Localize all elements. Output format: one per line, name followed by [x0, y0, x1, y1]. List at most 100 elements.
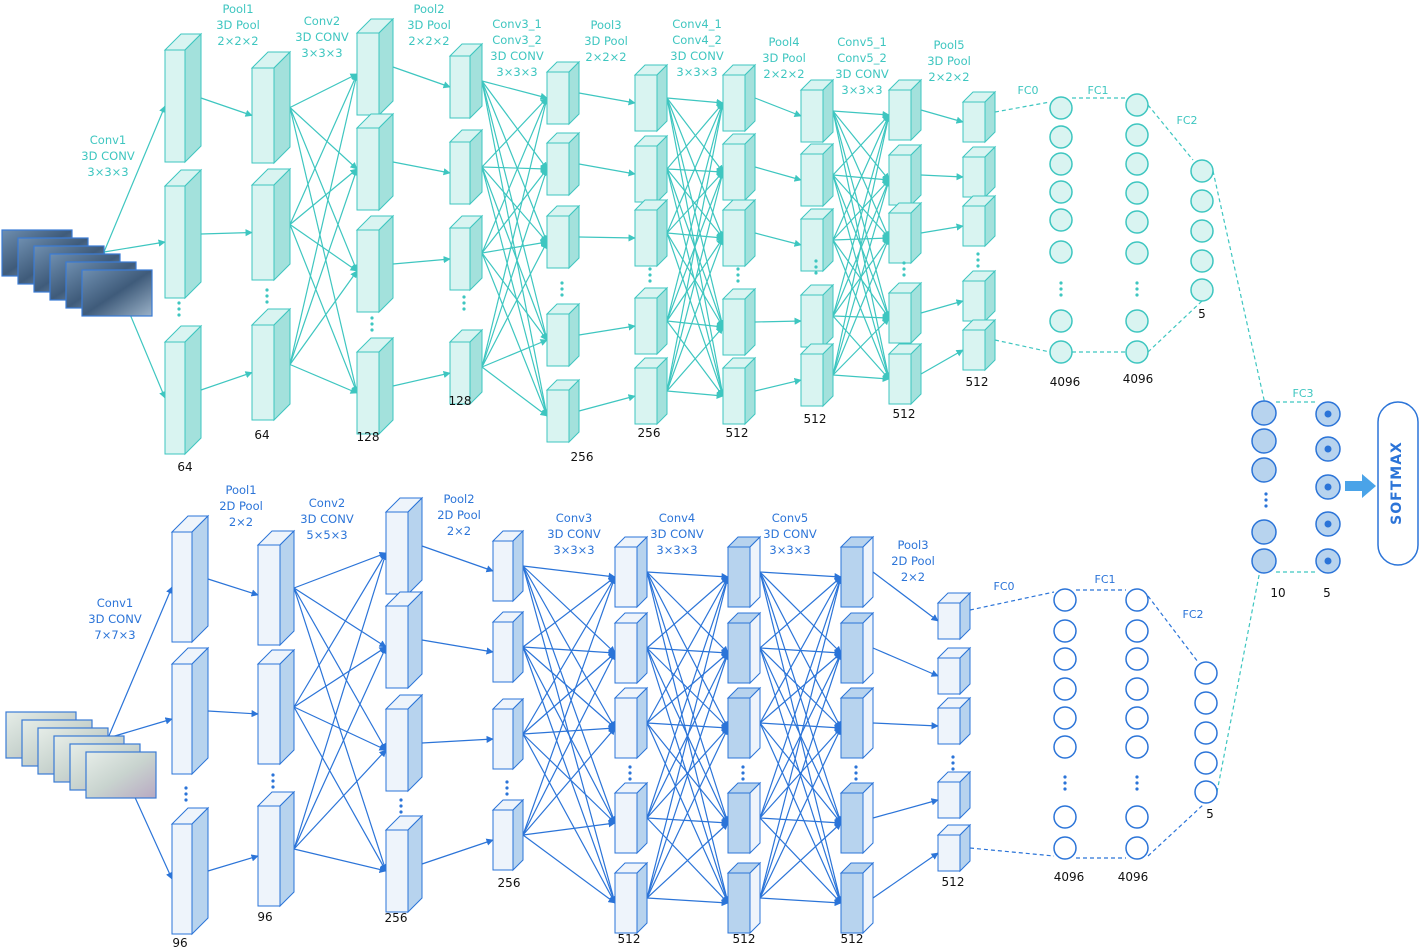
connection-arrow — [646, 571, 729, 581]
ellipsis-dot — [399, 804, 403, 808]
box-front-face — [727, 622, 751, 684]
connection-arrow — [872, 798, 939, 819]
box-side-face — [749, 781, 761, 855]
connection-arrow — [832, 114, 890, 176]
connection-arrow — [832, 317, 890, 376]
ellipsis-dot — [1135, 775, 1139, 779]
top-feature-map-box — [163, 168, 203, 300]
connection-arrow — [920, 173, 964, 181]
box-front-face — [727, 697, 751, 759]
bottom-feature-map-box — [613, 686, 649, 760]
connection-arrow — [666, 326, 724, 392]
top-fc2-neuron — [1190, 189, 1214, 213]
box-side-face — [378, 112, 394, 212]
top-feature-map-box — [721, 356, 757, 426]
top-feature-map-box — [961, 194, 997, 248]
bottom-fc2-neuron — [1194, 721, 1218, 745]
connection-arrow — [522, 646, 616, 657]
connection-arrow — [578, 394, 636, 412]
ellipsis-dot — [505, 792, 509, 796]
top-fc0-neuron — [1049, 240, 1073, 264]
box-front-face — [257, 663, 281, 765]
box-side-face — [279, 529, 295, 647]
box-front-face — [614, 622, 638, 684]
bottom-feature-map-box — [491, 610, 525, 684]
box-front-face — [727, 546, 751, 608]
connection-arrow — [578, 163, 636, 177]
fc-dashed-link — [994, 101, 1051, 113]
bottom-fc1-neuron — [1125, 805, 1149, 829]
box-front-face — [634, 367, 658, 425]
bottom-feature-map-box — [256, 648, 296, 766]
connection-arrow — [200, 97, 253, 117]
connection-arrow — [107, 717, 173, 739]
ellipsis-dot — [814, 259, 818, 263]
connection-arrow — [522, 727, 616, 836]
box-side-face — [184, 324, 202, 456]
bottom-feature-map-box — [936, 646, 972, 696]
box-side-face — [378, 17, 394, 117]
box-side-face — [744, 287, 756, 357]
ellipsis-dot — [560, 293, 564, 297]
top-fc2-neuron — [1190, 249, 1214, 273]
box-front-face — [546, 71, 570, 125]
box-side-face — [910, 143, 922, 207]
ellipsis-dot — [1264, 504, 1268, 508]
connection-arrow — [522, 646, 617, 904]
box-front-face — [546, 215, 570, 269]
fusion-neuron — [1251, 428, 1277, 454]
video-frame — [85, 751, 157, 799]
box-side-face — [636, 861, 648, 935]
ellipsis-dot — [399, 810, 403, 814]
ellipsis-dot — [184, 798, 188, 802]
connection-arrow — [293, 706, 387, 751]
connection-arrow — [832, 179, 890, 241]
top-feature-map-box — [961, 318, 997, 372]
box-side-face — [910, 342, 922, 406]
ellipsis-dot — [741, 777, 745, 781]
box-front-face — [840, 622, 864, 684]
ellipsis-dot — [648, 273, 652, 277]
bottom-fc1-neuron — [1125, 706, 1149, 730]
box-front-face — [962, 280, 986, 322]
box-side-face — [822, 142, 834, 208]
top-feature-map-box — [799, 142, 835, 208]
bottom-feature-map-box — [256, 529, 296, 647]
fc3-neuron-core — [1324, 483, 1332, 491]
box-side-face — [910, 78, 922, 142]
connection-arrow — [481, 168, 548, 254]
bottom-fc1-neuron — [1125, 735, 1149, 759]
box-side-face — [279, 648, 295, 766]
video-frame — [81, 269, 153, 317]
bottom-feature-map-box — [170, 514, 210, 644]
connection-arrow — [481, 80, 548, 100]
connection-arrow — [666, 171, 724, 234]
bottom-feature-map-box — [726, 535, 762, 609]
top-fc2-neuron — [1190, 278, 1214, 302]
connection-arrow — [666, 102, 724, 234]
box-side-face — [744, 198, 756, 268]
connection-arrow — [920, 223, 964, 234]
box-front-face — [888, 212, 912, 264]
connection-arrow — [289, 363, 358, 394]
ellipsis-dot — [560, 287, 564, 291]
box-side-face — [862, 686, 874, 760]
top-feature-map-box — [163, 32, 203, 164]
box-front-face — [727, 792, 751, 854]
top-fc0-neuron — [1049, 309, 1073, 333]
ellipsis-dot — [265, 300, 269, 304]
bottom-feature-map-box — [384, 590, 424, 690]
ellipsis-dot — [1063, 781, 1067, 785]
connection-arrow — [481, 252, 548, 417]
ellipsis-dot — [1059, 293, 1063, 297]
box-front-face — [257, 805, 281, 907]
bottom-feature-map-box — [491, 529, 525, 603]
bottom-fc0-neuron — [1053, 619, 1077, 643]
box-front-face — [840, 697, 864, 759]
box-front-face — [492, 540, 514, 602]
connection-arrow — [481, 366, 548, 417]
connection-arrow — [759, 817, 842, 827]
box-side-face — [636, 611, 648, 685]
connection-arrow — [522, 565, 617, 824]
box-side-face — [656, 286, 668, 356]
